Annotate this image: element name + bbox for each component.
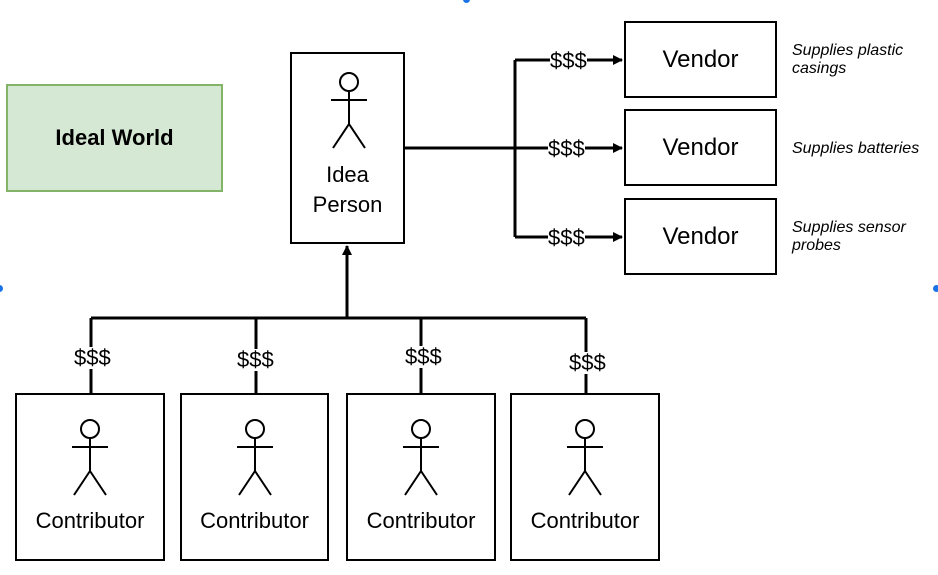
vendor-note-2: Supplies batteries — [792, 140, 919, 158]
diagram-title: Ideal World — [6, 84, 223, 192]
selection-handle[interactable] — [0, 285, 3, 292]
person-icon — [237, 419, 273, 496]
contributor-node-2[interactable]: Contributor — [180, 393, 329, 561]
idea-person-node[interactable]: Idea Person — [290, 52, 405, 244]
contributor-node-3[interactable]: Contributor — [346, 393, 496, 561]
contributor-node-4[interactable]: Contributor — [510, 393, 660, 561]
idea-person-label: Idea Person — [292, 160, 403, 220]
person-icon — [331, 72, 367, 149]
vendor-node-3[interactable]: Vendor — [624, 198, 777, 275]
contributor-payment-label-1: $$$ — [74, 345, 111, 370]
contributor-label: Contributor — [366, 508, 476, 533]
vendor-payment-label-3: $$$ — [548, 225, 585, 250]
vendor-node-2[interactable]: Vendor — [624, 109, 777, 186]
vendor-note-line: probes — [792, 237, 841, 254]
selection-handle[interactable] — [933, 285, 938, 292]
vendor-note-line: casings — [792, 60, 847, 77]
contributor-payment-label-3: $$$ — [405, 344, 442, 369]
contributor-node-1[interactable]: Contributor — [15, 393, 165, 561]
person-icon — [403, 419, 439, 496]
vendor-payment-label-1: $$$ — [550, 48, 587, 73]
person-icon — [567, 419, 603, 496]
vendor-note-3: Supplies sensor probes — [792, 219, 906, 255]
vendor-note-1: Supplies plastic casings — [792, 42, 903, 78]
vendor-node-1[interactable]: Vendor — [624, 21, 777, 98]
vendor-label: Vendor — [662, 45, 739, 73]
vendor-note-line: Supplies sensor — [792, 219, 906, 236]
person-icon — [72, 419, 108, 496]
contributor-label: Contributor — [35, 508, 145, 533]
vendor-note-line: Supplies plastic — [792, 42, 904, 59]
contributor-label: Contributor — [200, 508, 309, 533]
vendor-note-line: Supplies batteries — [792, 140, 920, 157]
contributor-label: Contributor — [530, 508, 640, 533]
diagram-title-text: Ideal World — [55, 125, 174, 150]
idea-person-label-line2: Person — [312, 192, 383, 217]
vendor-label: Vendor — [662, 133, 739, 161]
idea-person-label-line1: Idea — [326, 162, 369, 187]
contributor-payment-label-2: $$$ — [237, 347, 274, 372]
vendor-payment-label-2: $$$ — [548, 136, 585, 161]
contributor-payment-label-4: $$$ — [569, 350, 606, 375]
selection-handle[interactable] — [463, 0, 470, 3]
vendor-label: Vendor — [662, 222, 739, 250]
